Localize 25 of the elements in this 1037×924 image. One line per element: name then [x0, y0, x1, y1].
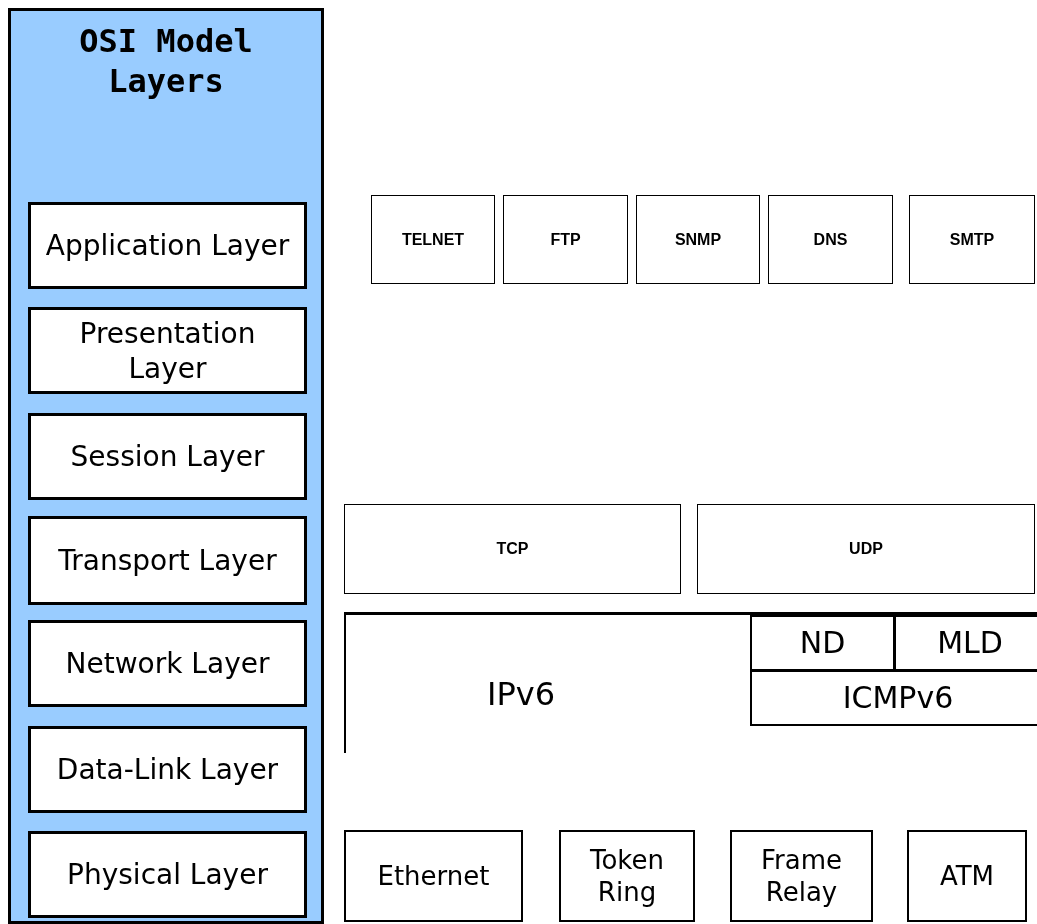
protocol-box: UDP — [697, 504, 1035, 594]
protocol-box: ND — [750, 615, 895, 671]
protocol-box: SMTP — [909, 195, 1035, 284]
link-layer-box: Ethernet — [344, 830, 523, 922]
protocol-box: FTP — [503, 195, 628, 284]
protocol-box: MLD — [894, 615, 1037, 671]
panel-heading: OSI Model Layers — [78, 21, 254, 101]
layer-box: Physical Layer — [28, 831, 307, 918]
protocol-box: DNS — [768, 195, 893, 284]
protocol-box: ICMPv6 — [750, 670, 1037, 726]
protocol-label: IPv6 — [486, 675, 556, 713]
link-layer-box: Token Ring — [559, 830, 695, 922]
protocol-box: TCP — [344, 504, 681, 594]
layer-box: Transport Layer — [28, 516, 307, 605]
link-layer-box: Frame Relay — [730, 830, 873, 922]
layer-box: Presentation Layer — [28, 307, 307, 394]
layer-box: Network Layer — [28, 620, 307, 707]
link-layer-box: ATM — [907, 830, 1027, 922]
layer-box: Session Layer — [28, 413, 307, 500]
protocol-box: TELNET — [371, 195, 495, 284]
layer-panel — [8, 8, 324, 924]
protocol-block — [344, 612, 1037, 753]
layer-box: Data-Link Layer — [28, 726, 307, 813]
layer-box: Application Layer — [28, 202, 307, 289]
protocol-box: SNMP — [636, 195, 760, 284]
